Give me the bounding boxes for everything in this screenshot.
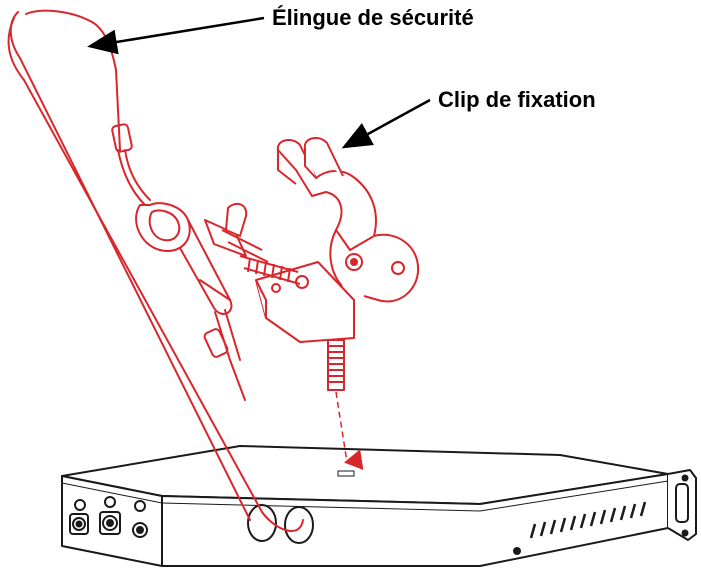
mounting-clip-label: Clip de fixation: [438, 87, 596, 112]
truss-clamp-icon: [204, 136, 420, 391]
arrow-pointer-icon: [341, 98, 431, 149]
arrow-pointer-icon: [87, 16, 265, 55]
connector-panel: [69, 496, 148, 538]
safety-cable-icon: [7, 9, 304, 532]
alignment-guide: [335, 391, 364, 471]
safety-sling-label: Élingue de sécurité: [272, 5, 474, 30]
rack-unit-icon: [61, 445, 697, 567]
